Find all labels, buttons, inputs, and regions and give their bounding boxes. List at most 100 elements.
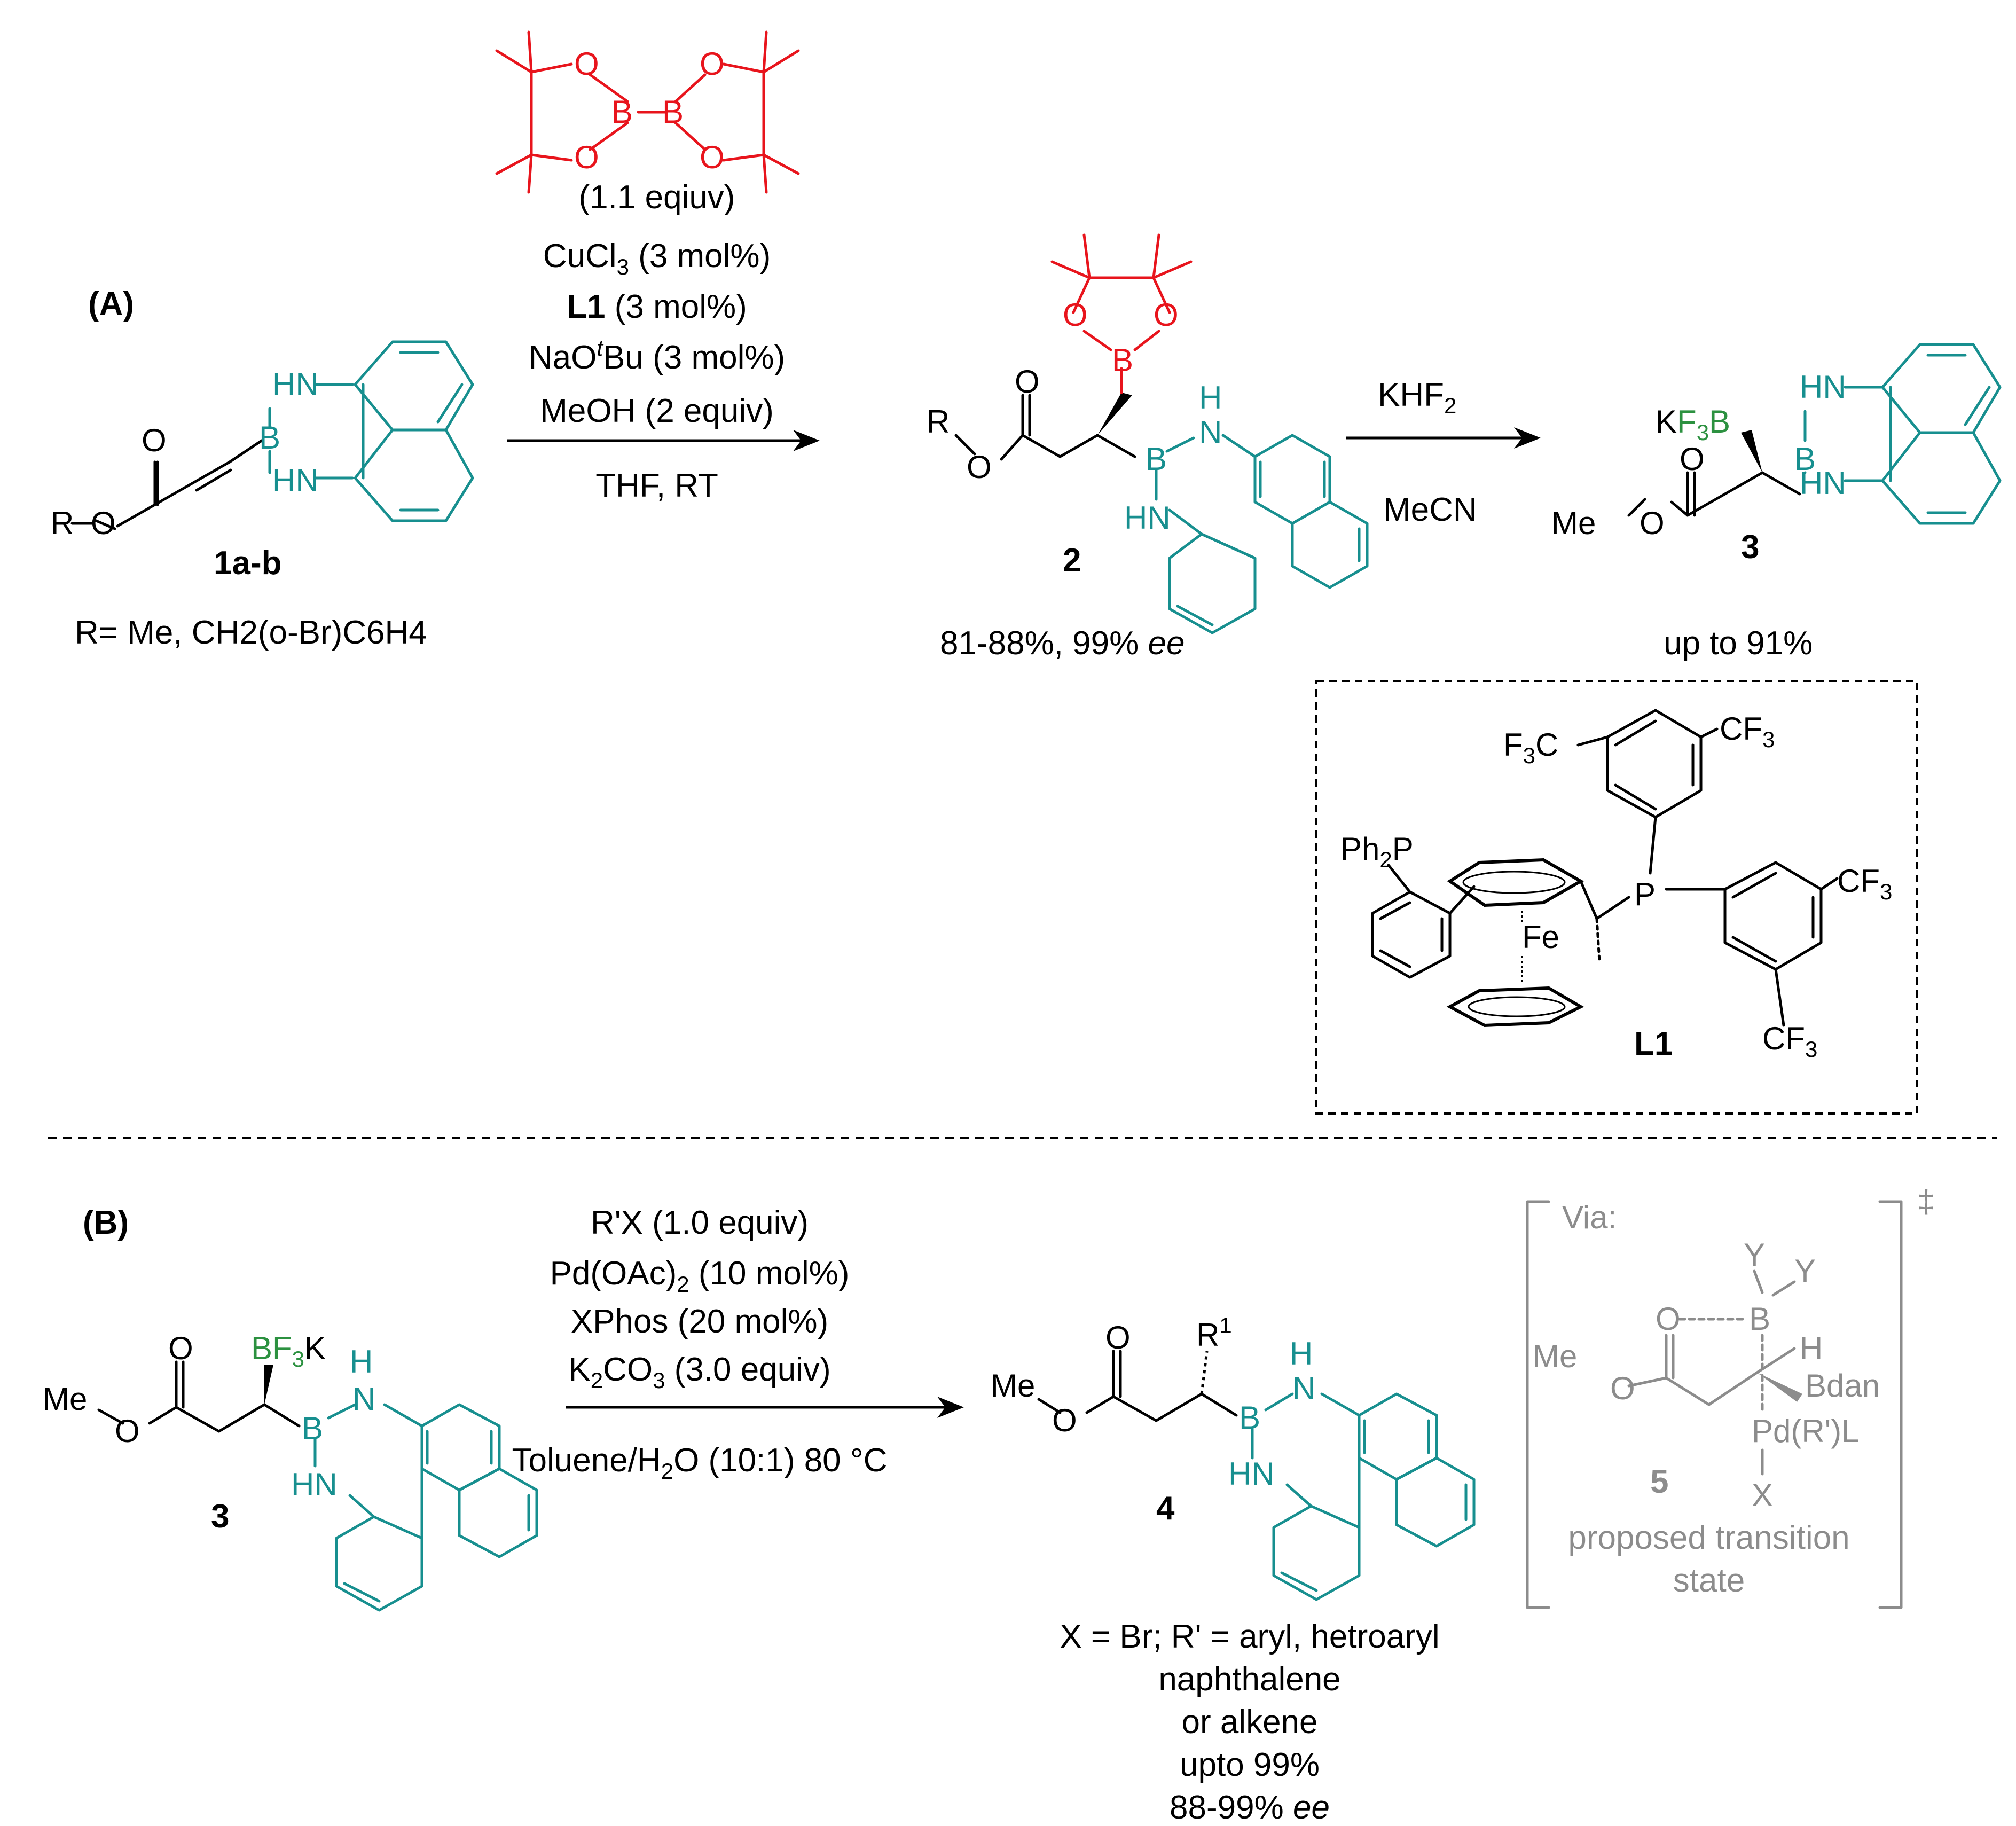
b2pin2-b-1: B [611, 94, 633, 130]
ts-compound: 5 [1650, 1463, 1668, 1500]
carbonyl-o-label: O [1015, 364, 1040, 399]
b2pin2-o-2: O [574, 139, 599, 175]
svg-text:L1 (3 mol%): L1 (3 mol%) [567, 288, 747, 325]
ester-o-label: O [91, 505, 116, 541]
boron-label: B [1794, 441, 1816, 477]
b2pin2-o-4: O [700, 139, 725, 175]
panel-b-label: (B) [83, 1204, 129, 1241]
svg-text:XPhos (20 mol%): XPhos (20 mol%) [571, 1303, 828, 1340]
ts-y2: Y [1794, 1253, 1816, 1289]
ester-o-label: O [967, 449, 992, 485]
compound-4: Me O O R1 B H N HN 4 [991, 1313, 1476, 1601]
svg-text:(1.1 eqiuv): (1.1 eqiuv) [579, 179, 735, 216]
svg-text:naphthalene: naphthalene [1158, 1661, 1340, 1698]
panel-a-label: (A) [88, 286, 134, 323]
hn-top-label: HN [1800, 369, 1846, 405]
ts-caption-1: proposed transition [1568, 1519, 1849, 1556]
svg-text:upto 99%: upto 99% [1180, 1746, 1320, 1783]
ts-h: H [1800, 1330, 1823, 1366]
carbonyl-o-label: O [168, 1330, 193, 1366]
hn-bottom-label: HN [291, 1467, 338, 1502]
compound-3-b: Me O O BF3K B H N HN 3 [43, 1330, 538, 1612]
fe-label: Fe [1522, 919, 1559, 955]
svg-text:88-99% ee: 88-99% ee [1170, 1789, 1330, 1826]
h-label: H [1290, 1336, 1313, 1372]
hn-bottom-label: HN [1124, 500, 1171, 536]
ts-x: X [1752, 1477, 1773, 1513]
svg-text:K2CO3 (3.0 equiv): K2CO3 (3.0 equiv) [568, 1351, 830, 1393]
boron-label: B [1239, 1400, 1260, 1436]
cf3-bottom: CF3 [1762, 1021, 1817, 1062]
b2pin2: O O B B O O [495, 30, 800, 194]
ester-o-label: O [1052, 1402, 1077, 1438]
ts-pd: Pd(R')L [1752, 1413, 1860, 1449]
ligand-l1: F3C CF3 CF3 CF3 Ph2P P Fe L1 [1340, 709, 1892, 1062]
cf3-right: CF3 [1837, 863, 1892, 904]
boron-label: B [302, 1410, 323, 1446]
ts-ester-o: O [1610, 1370, 1635, 1406]
p-label: P [1634, 876, 1656, 912]
h-label: H [350, 1344, 373, 1380]
compound-3: KF3B Me O O B HN HN 3 up to 91% [1551, 343, 2002, 662]
compound-3-b-label: 3 [211, 1498, 229, 1535]
via-label: Via: [1562, 1200, 1617, 1235]
ligand-box [1315, 680, 1918, 1115]
b2pin2-o-1: O [574, 46, 599, 82]
me-label: Me [1551, 505, 1596, 541]
hn-top-label: HN [272, 366, 319, 402]
ts-o: O [1656, 1301, 1681, 1337]
cf3-top-right: CF3 [1720, 711, 1775, 752]
b2pin2-o-3: O [700, 46, 725, 82]
pin-o-right: O [1154, 297, 1179, 333]
kf3b-label: KF3B [1656, 404, 1730, 445]
ts-caption-2: state [1673, 1562, 1745, 1599]
svg-text:Pd(OAc)2 (10 mol%): Pd(OAc)2 (10 mol%) [550, 1255, 850, 1297]
n-label: N [352, 1381, 375, 1417]
hn-bottom-label: HN [272, 463, 319, 498]
compound-4-label: 4 [1156, 1490, 1175, 1527]
ts-me: Me [1533, 1338, 1577, 1374]
r-group-label: R [51, 505, 74, 541]
n-label: N [1292, 1370, 1315, 1406]
ester-o-label: O [1640, 505, 1665, 541]
f3c-label: F3C [1503, 727, 1558, 768]
scope-notes: X = Br; R' = aryl, hetroaryl naphthalene… [1060, 1618, 1439, 1826]
boron-label: B [1146, 441, 1167, 477]
compound-1a-b-label: 1a-b [214, 545, 281, 582]
pin-o-left: O [1063, 297, 1088, 333]
svg-text:Toluene/H2O (10:1) 80 °C: Toluene/H2O (10:1) 80 °C [512, 1442, 888, 1484]
me-label: Me [991, 1368, 1035, 1404]
n-label: N [1199, 414, 1222, 450]
ester-o-label: O [115, 1413, 140, 1449]
reagent-khf2: KHF2 [1378, 377, 1456, 418]
ts-y1: Y [1744, 1237, 1765, 1273]
carbonyl-o-label: O [1680, 441, 1705, 477]
transition-state: ‡ Via: Y Y O B H Me O Bdan Pd(R')L X 5 p… [1526, 1184, 1935, 1609]
carbonyl-o-label: O [142, 422, 167, 458]
pin-b: B [1112, 342, 1133, 378]
svg-text:or alkene: or alkene [1181, 1704, 1317, 1741]
compound-2: R O O B H N HN O O B 2 81-88%, 99% ee [927, 233, 1369, 662]
conditions-step-1: (1.1 eqiuv) CuCl3 (3 mol%) L1 (3 mol%) N… [529, 179, 785, 504]
compound-2-yield: 81-88%, 99% ee [940, 625, 1185, 662]
hn-bottom-label: HN [1228, 1456, 1275, 1492]
r-definition: R= Me, CH2(o-Br)C6H4 [75, 614, 427, 651]
r-label: R [927, 404, 950, 440]
ts-b: B [1749, 1301, 1770, 1337]
svg-text:X = Br; R' = aryl, hetroaryl: X = Br; R' = aryl, hetroaryl [1060, 1618, 1439, 1655]
ts-bdan: Bdan [1805, 1368, 1880, 1404]
conditions-step-b: R'X (1.0 equiv) Pd(OAc)2 (10 mol%) XPhos… [512, 1204, 888, 1484]
svg-text:MeOH (2 equiv): MeOH (2 equiv) [540, 393, 774, 429]
dagger: ‡ [1917, 1184, 1935, 1219]
svg-text:CuCl3 (3 mol%): CuCl3 (3 mol%) [543, 238, 771, 279]
bf3k-label: BF3K [251, 1330, 326, 1372]
svg-text:NaOtBu (3 mol%): NaOtBu (3 mol%) [529, 335, 785, 376]
svg-text:R'X (1.0 equiv): R'X (1.0 equiv) [591, 1204, 809, 1241]
solvent-mecn: MeCN [1383, 491, 1477, 528]
hn-bottom-label: HN [1800, 465, 1846, 501]
compound-2-label: 2 [1063, 542, 1081, 579]
r1-label: R1 [1196, 1313, 1232, 1353]
ph2p-label: Ph2P [1340, 831, 1414, 872]
b2pin2-b-2: B [662, 94, 684, 130]
